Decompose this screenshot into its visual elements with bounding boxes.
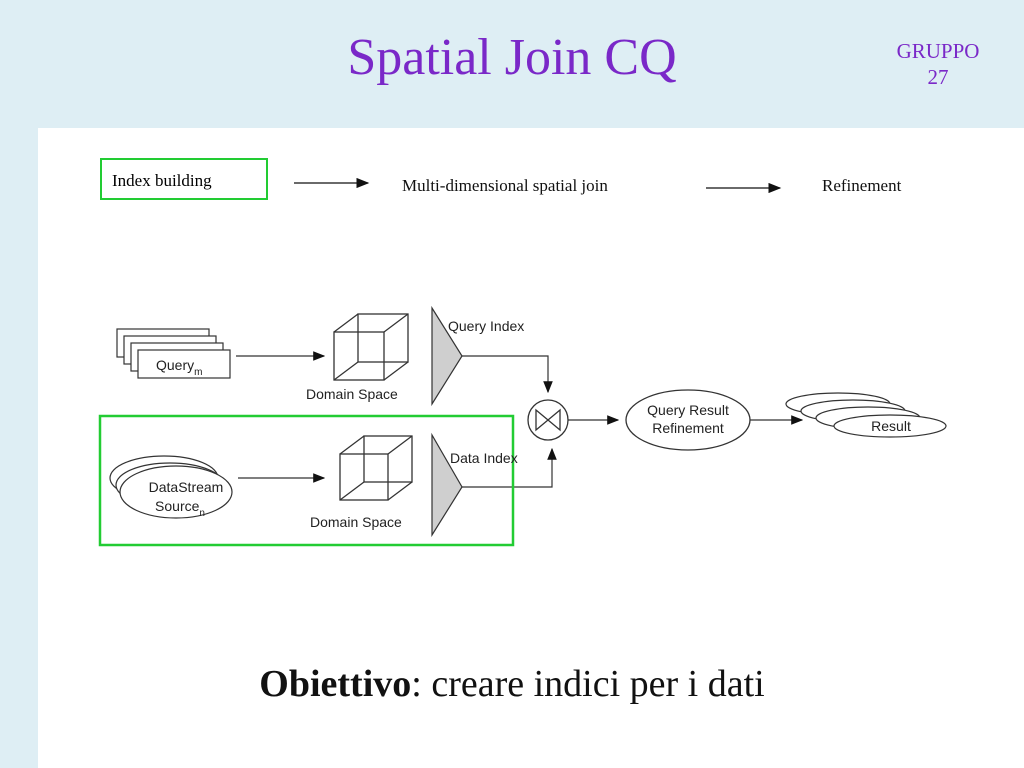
data-index-highlight: [98, 414, 515, 547]
data-index-label: Data Index: [450, 450, 518, 466]
content-panel: [38, 128, 1024, 768]
query-label: Querym: [156, 357, 202, 378]
datastream-label-line2: Sourcen: [155, 498, 205, 519]
query-index-shape: [431, 305, 463, 407]
domain-space-label-bottom: Domain Space: [310, 514, 402, 530]
refinement-label-line2: Refinement: [652, 420, 724, 436]
refinement-label-line1: Query Result: [647, 402, 729, 418]
query-index-label: Query Index: [448, 318, 524, 334]
stage-index-building: Index building: [112, 171, 212, 190]
result-stack: [785, 392, 947, 438]
query-stack: [116, 328, 231, 379]
domain-space-cube-bottom: [339, 435, 413, 501]
stage-refinement: Refinement: [822, 176, 902, 195]
group-label: GRUPPO 27: [878, 38, 998, 90]
datastream-source-stack: [109, 455, 233, 519]
datastream-label-line1: DataStream: [149, 479, 224, 495]
arrow-query-index-join: [462, 355, 553, 394]
group-label-line2: 27: [927, 65, 949, 89]
group-label-line1: GRUPPO: [896, 39, 980, 63]
objective-text: : creare indici per i dati: [411, 663, 765, 705]
result-label: Result: [871, 418, 911, 434]
arrow-data-index-join: [462, 447, 557, 488]
domain-space-label-top: Domain Space: [306, 386, 398, 402]
join-operator-icon: [527, 399, 569, 441]
index-building-box: Index building: [100, 158, 268, 200]
objective-statement: Obiettivo: creare indici per i dati: [0, 662, 1024, 706]
stage-spatial-join: Multi-dimensional spatial join: [402, 176, 608, 195]
objective-keyword: Obiettivo: [259, 663, 412, 705]
data-index-shape: [431, 432, 463, 538]
domain-space-cube-top: [333, 313, 409, 381]
slide-title: Spatial Join CQ: [347, 29, 677, 86]
